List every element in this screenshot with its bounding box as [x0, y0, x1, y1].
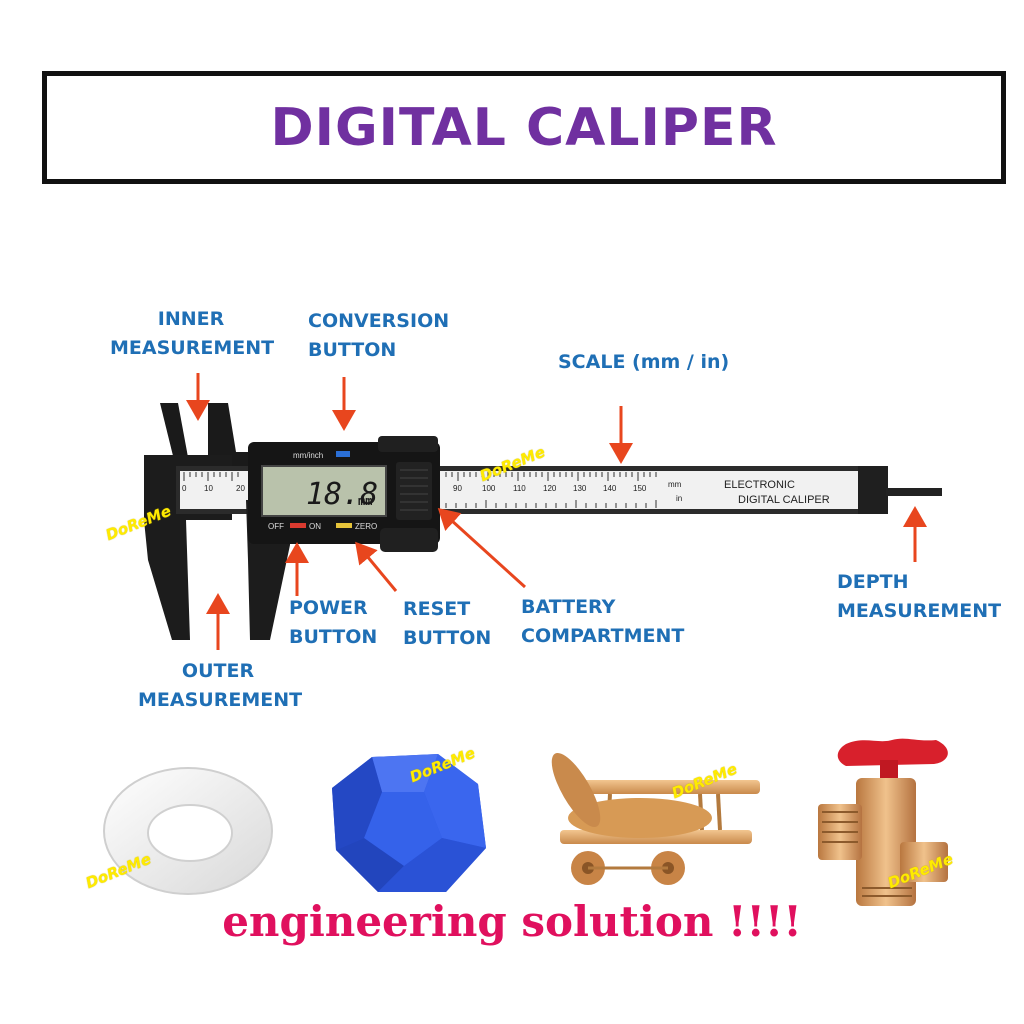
wooden-airplane-image [551, 752, 760, 885]
moving-inner-jaw [208, 403, 248, 468]
mode-label: mm/inch [293, 451, 323, 460]
scale-ticks-left [183, 472, 239, 481]
off-label: OFF [268, 522, 284, 531]
arrow-battery [437, 507, 527, 589]
caliper [144, 403, 942, 640]
title-box: DIGITAL CALIPER [42, 71, 1006, 184]
page-title: DIGITAL CALIPER [270, 98, 778, 158]
lcd-value: 18.8 [306, 477, 378, 512]
brand-line-1: ELECTRONIC [724, 479, 795, 491]
arrow-reset [355, 541, 398, 592]
battery-cover [396, 462, 432, 520]
scale-tick-label: 120 [543, 484, 557, 493]
scale-tick-label: 130 [573, 484, 587, 493]
white-ring-image [103, 767, 273, 895]
scale-tick-label: 0 [182, 484, 187, 493]
on-label: ON [309, 522, 321, 531]
blue-polyhedron-image [332, 754, 486, 892]
scale-tick-label: 90 [453, 484, 462, 493]
thumb-wheel [380, 528, 438, 552]
zero-button [336, 523, 352, 528]
brass-valve-image [818, 738, 948, 906]
brand-line-2: DIGITAL CALIPER [738, 494, 830, 506]
scale-tick-label: 100 [482, 484, 496, 493]
conversion-button [336, 451, 350, 457]
lcd-screen [261, 465, 387, 517]
zero-label: ZERO [355, 522, 377, 531]
unit-in-label: in [676, 494, 682, 503]
label-scale: SCALE (mm / in) [558, 351, 730, 373]
scale-tick-label: 150 [633, 484, 647, 493]
label-power-button: POWER BUTTON [289, 597, 378, 648]
scale-tick-label: 140 [603, 484, 617, 493]
scale-tick-label: 20 [236, 484, 245, 493]
depth-rod [886, 488, 942, 496]
scale-tick-label: 10 [204, 484, 213, 493]
lcd-unit: mm [358, 494, 372, 508]
label-battery-compartment: BATTERY COMPARTMENT [521, 596, 685, 647]
label-depth-measurement: DEPTH MEASUREMENT [837, 571, 1002, 622]
unit-mm-label: mm [668, 480, 682, 489]
label-reset-button: RESET BUTTON [403, 598, 492, 649]
label-conversion-button: CONVERSION BUTTON [308, 310, 450, 361]
label-inner-measurement: INNER MEASUREMENT [110, 308, 275, 359]
scale-tick-label: 110 [513, 484, 526, 493]
fixed-inner-jaw [160, 403, 190, 468]
power-button [290, 523, 306, 528]
scale-ticks-right [445, 472, 657, 508]
label-outer-measurement: OUTER MEASUREMENT [138, 660, 303, 711]
slogan-text: engineering solution !!!! [222, 897, 802, 946]
